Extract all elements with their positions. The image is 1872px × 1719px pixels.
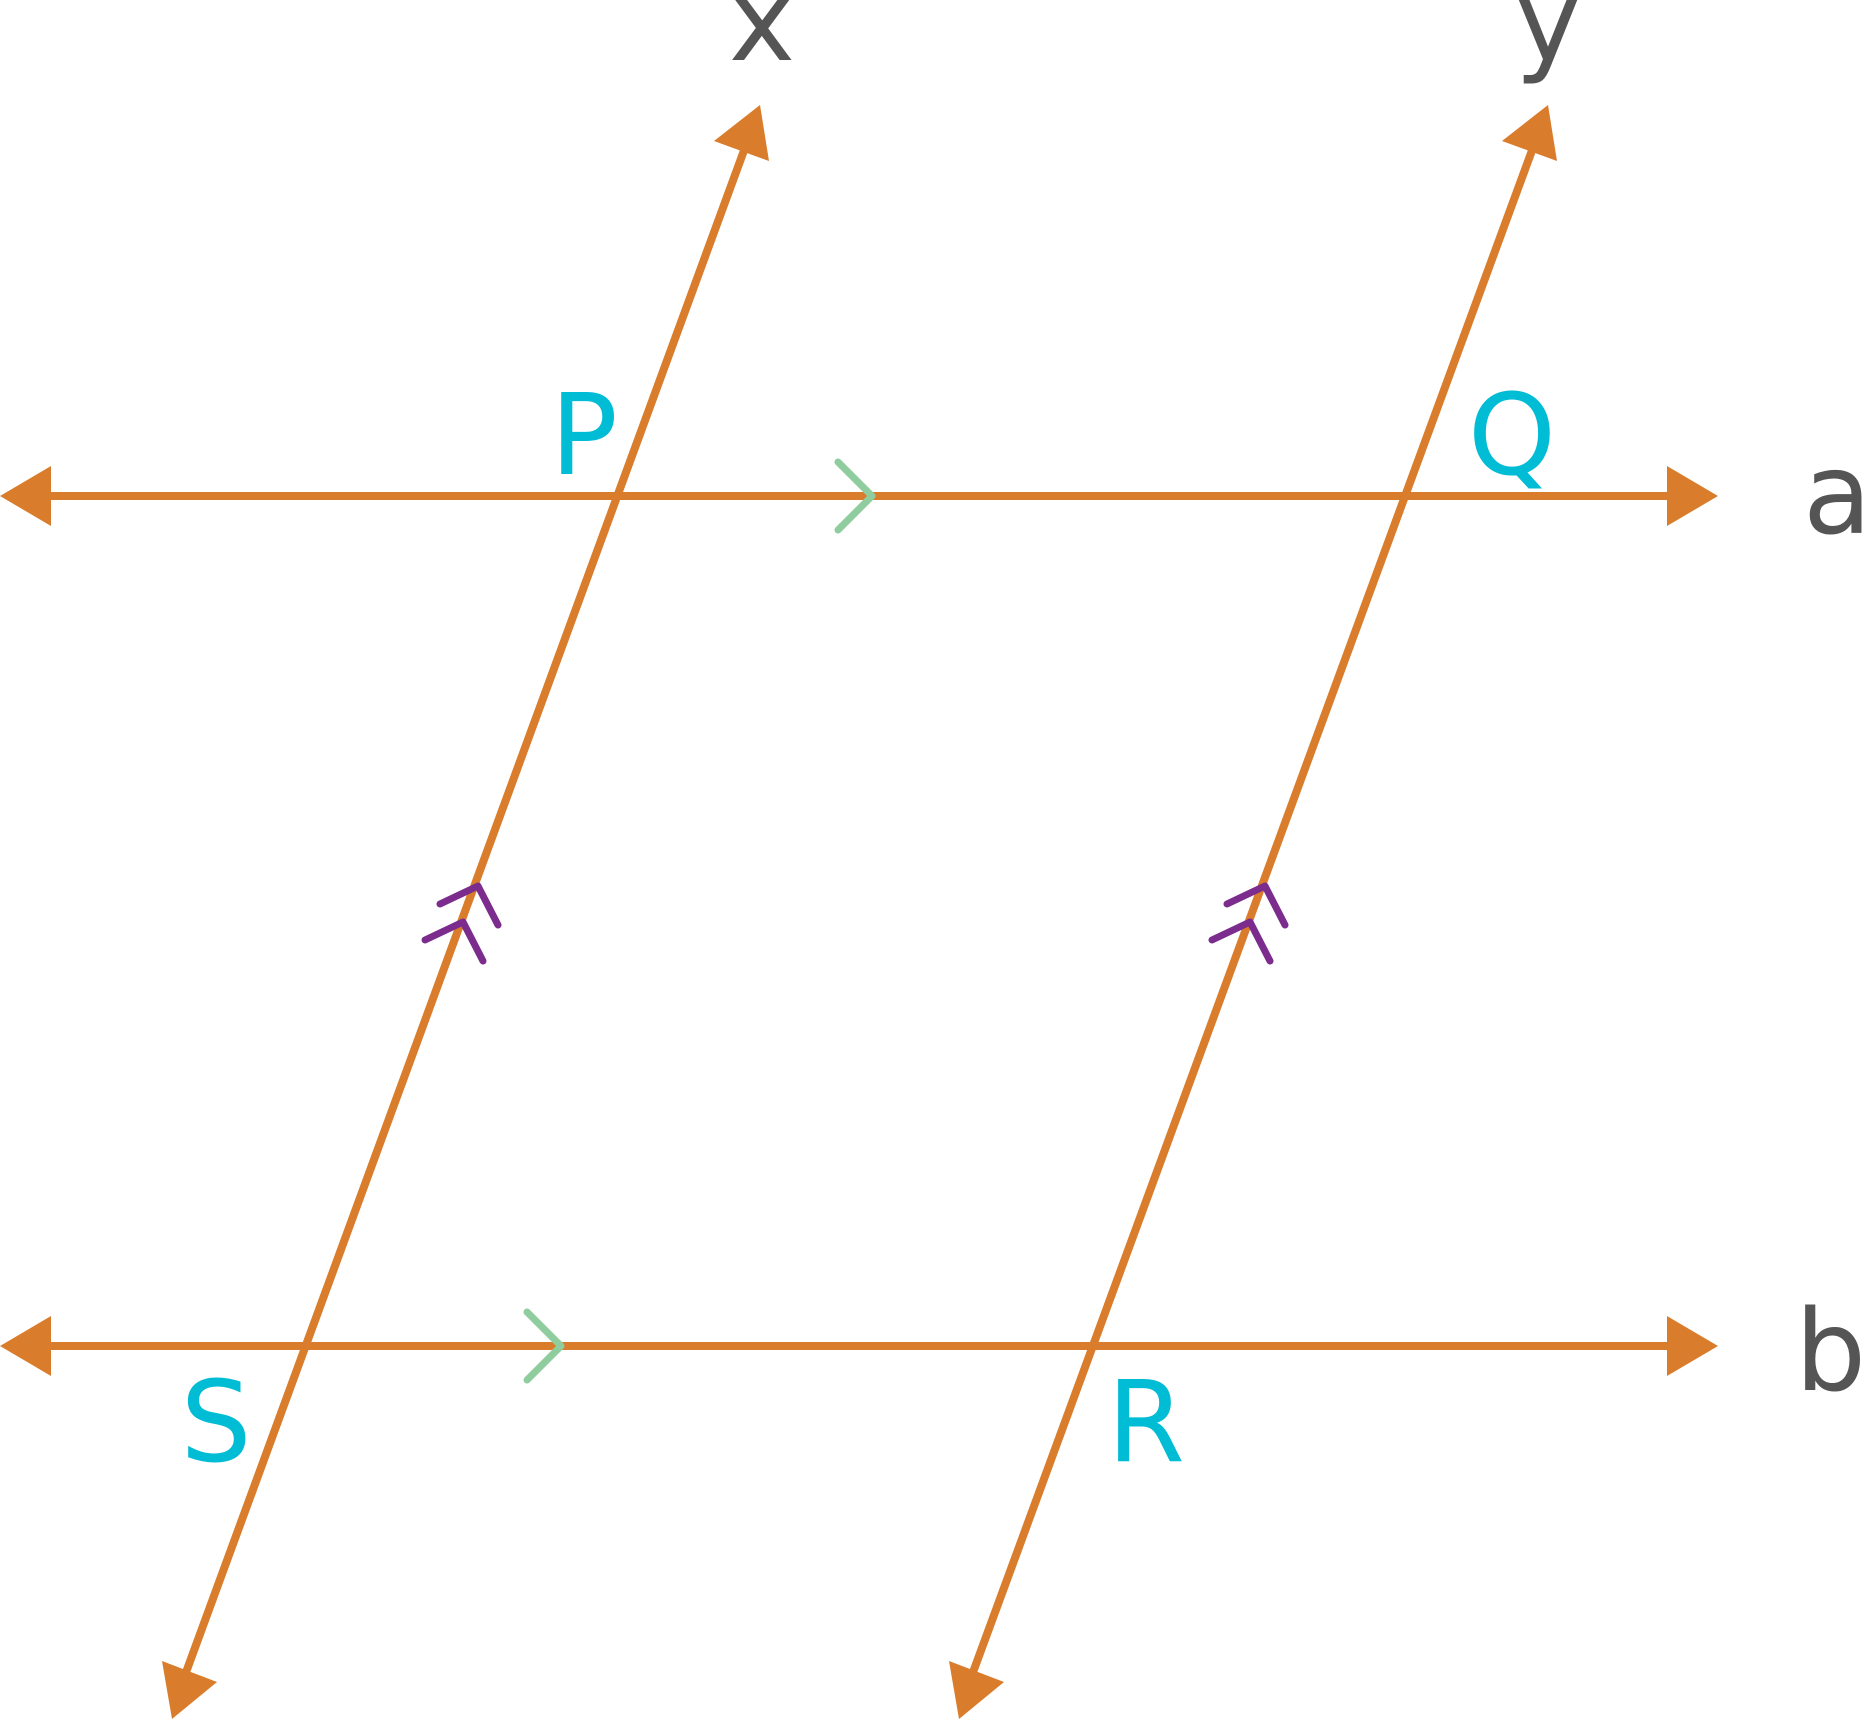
line-x-bottom-arrowhead xyxy=(162,1661,217,1719)
point-label-Q: Q xyxy=(1468,371,1556,501)
point-label-S: S xyxy=(180,1358,251,1488)
line-b-parallel-tick xyxy=(523,1308,565,1384)
line-a-parallel-tick xyxy=(834,458,876,534)
line-y xyxy=(949,105,1557,1719)
line-b-right-arrowhead xyxy=(1667,1316,1718,1376)
line-label-y: y xyxy=(1515,0,1581,87)
line-x xyxy=(162,105,769,1719)
line-x-double-parallel-tick xyxy=(421,882,502,965)
line-label-b: b xyxy=(1795,1287,1866,1417)
line-y-bottom-arrowhead xyxy=(949,1661,1004,1719)
line-a-left-arrowhead xyxy=(0,466,51,526)
line-x-top-arrowhead xyxy=(714,105,769,161)
line-a xyxy=(0,466,1718,526)
point-label-P: P xyxy=(550,371,618,501)
line-b-left-arrowhead xyxy=(0,1316,51,1376)
line-y-double-parallel-tick xyxy=(1208,882,1289,965)
point-label-R: R xyxy=(1107,1358,1185,1488)
line-label-x: x xyxy=(729,0,795,87)
line-y-top-arrowhead xyxy=(1502,105,1557,161)
line-a-right-arrowhead xyxy=(1667,466,1718,526)
line-label-a: a xyxy=(1803,430,1872,560)
line-b xyxy=(0,1316,1718,1376)
